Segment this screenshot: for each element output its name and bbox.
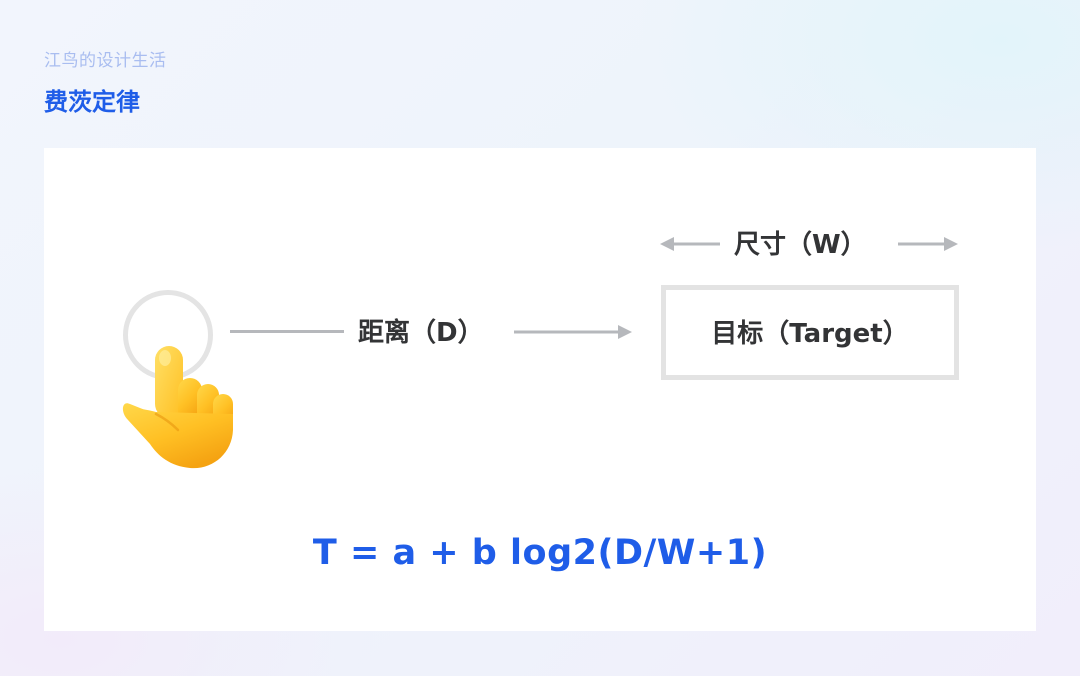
size-arrow-right-icon bbox=[898, 237, 958, 251]
size-arrow-left-icon bbox=[660, 237, 720, 251]
distance-line bbox=[230, 330, 344, 333]
page-title: 费茨定律 bbox=[44, 88, 140, 116]
target-label: 目标（Target） bbox=[711, 319, 909, 349]
distance-label: 距离（D） bbox=[358, 318, 484, 348]
diagram-card: 距离（D） 尺寸（W） 目标（Target） T = a + b log2(D/… bbox=[44, 148, 1036, 631]
distance-arrow-right-icon bbox=[514, 325, 632, 339]
brand-name: 江鸟的设计生活 bbox=[44, 51, 167, 71]
diagram-canvas: 距离（D） 尺寸（W） 目标（Target） T = a + b log2(D/… bbox=[44, 148, 1036, 631]
size-label: 尺寸（W） bbox=[734, 230, 867, 260]
target-box: 目标（Target） bbox=[661, 285, 959, 380]
fitts-formula: T = a + b log2(D/W+1) bbox=[312, 533, 768, 573]
pointing-hand-icon bbox=[122, 346, 233, 469]
